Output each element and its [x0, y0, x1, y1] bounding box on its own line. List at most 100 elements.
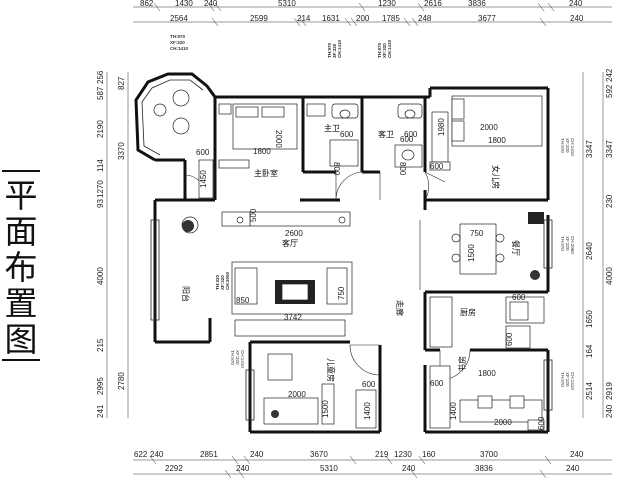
svg-text:600: 600 — [400, 135, 414, 144]
dimension-labels-right: 592 242 3347 3347 230 2640 1650 164 4000… — [585, 68, 614, 418]
svg-text:XF:320: XF:320 — [565, 138, 570, 153]
svg-text:1800: 1800 — [488, 136, 506, 145]
dim-label: 230 — [605, 194, 614, 208]
svg-text:1400: 1400 — [449, 402, 458, 420]
dim-label: 5310 — [320, 464, 338, 473]
dim-label: 2292 — [165, 464, 183, 473]
dim-label: 3700 — [480, 450, 498, 459]
master-bath-furniture: 主卫 600 800 — [306, 103, 359, 176]
room-label-guest-bath: 客卫 — [378, 129, 394, 139]
dim-label: 240 — [605, 404, 614, 418]
svg-text:600: 600 — [340, 130, 354, 139]
svg-text:TH:970: TH:970 — [560, 236, 565, 251]
svg-text:600: 600 — [404, 130, 418, 139]
dim-label: 3670 — [310, 450, 328, 459]
dim-label: 3347 — [585, 140, 594, 158]
dim-label: 240 — [569, 0, 583, 8]
dimension-labels-bottom: 622 240 2851 240 3670 219 1230 160 3700 … — [134, 450, 584, 473]
svg-text:TH:970: TH:970 — [377, 42, 382, 58]
plant-icon — [182, 220, 540, 418]
dim-label: 622 — [134, 450, 148, 459]
dim-label: 587 — [96, 86, 105, 100]
svg-text:1500: 1500 — [321, 400, 330, 418]
dim-label: 4000 — [96, 267, 105, 285]
svg-text:XF:320: XF:320 — [382, 43, 387, 58]
svg-text:500: 500 — [249, 208, 258, 222]
room-label-kids-room: 儿童房 — [326, 358, 336, 382]
svg-text:2000: 2000 — [274, 130, 283, 148]
dim-label: 827 — [117, 76, 126, 90]
svg-text:TH:320: TH:320 — [215, 274, 220, 290]
svg-text:XF:320: XF:320 — [565, 236, 570, 251]
ceiling-notes: TH:970 XF:320 CH:1410 TH:970 3F:320 CH:1… — [170, 34, 575, 390]
dimension-labels-left: 587 256 827 2190 3370 114 1270 93 4000 2… — [96, 70, 126, 418]
dim-label: 114 — [96, 159, 105, 172]
svg-text:750: 750 — [470, 229, 484, 238]
dining-furniture: 750 1500 餐厅 冰箱 — [451, 212, 544, 275]
svg-text:TH:970: TH:970 — [170, 34, 186, 39]
svg-text:600: 600 — [505, 332, 514, 346]
dimension-labels-top: 862 1430 240 5310 1230 2616 3836 240 256… — [140, 0, 584, 23]
dim-label: 2780 — [117, 372, 126, 390]
room-label-master-bath: 主卫 — [324, 123, 340, 133]
svg-text:600: 600 — [430, 162, 444, 171]
dimension-lines — [106, 2, 612, 479]
dim-label: 164 — [585, 344, 594, 358]
title-char: 图 — [4, 320, 38, 359]
room-label-corridor: 走廊 — [395, 300, 405, 316]
dim-label: 4000 — [605, 267, 614, 285]
svg-text:XF:320: XF:320 — [220, 275, 225, 290]
svg-text:3F:320: 3F:320 — [332, 43, 337, 58]
dim-label: 1430 — [175, 0, 193, 8]
svg-text:2000: 2000 — [288, 390, 306, 399]
dim-label: 3836 — [475, 464, 493, 473]
guest-bath-furniture: 客卫 600 600 800 — [378, 103, 423, 176]
room-label-kitchen: 厨房 — [460, 307, 476, 317]
title-char: 平 — [4, 176, 38, 215]
svg-text:2000: 2000 — [480, 123, 498, 132]
svg-text:1800: 1800 — [478, 369, 496, 378]
title-char: 置 — [4, 284, 38, 323]
svg-text:TH:970: TH:970 — [327, 42, 332, 58]
room-label-dining: 餐厅 — [511, 240, 520, 256]
dim-label: 256 — [96, 70, 105, 84]
title-rule-bottom — [2, 359, 40, 361]
bay-window-inner — [141, 79, 204, 156]
svg-text:2000: 2000 — [494, 418, 512, 427]
daughter-room-furniture: 2000 1800 1980 600 女儿房 — [429, 95, 543, 189]
svg-text:600: 600 — [196, 148, 210, 157]
dim-label: 241 — [96, 404, 105, 418]
room-label-master-bedroom: 主卧室 — [254, 168, 278, 178]
dim-label: 240 — [570, 450, 584, 459]
room-label-balcony: 阳台 — [181, 286, 191, 302]
dim-label: 1785 — [382, 14, 400, 23]
svg-text:3742: 3742 — [284, 313, 302, 322]
svg-text:TH:970: TH:970 — [230, 350, 235, 365]
fridge — [528, 212, 544, 224]
dim-label: 1631 — [322, 14, 340, 23]
dim-label: 3347 — [605, 140, 614, 158]
dim-label: 219 — [375, 450, 389, 459]
svg-text:XF:320: XF:320 — [565, 372, 570, 387]
svg-text:CH:1410: CH:1410 — [570, 138, 575, 156]
dim-label: 240 — [250, 450, 264, 459]
dim-label: 5310 — [278, 0, 296, 8]
svg-text:1980: 1980 — [437, 118, 446, 136]
dim-label: 2919 — [605, 382, 614, 400]
doors — [184, 171, 471, 381]
dim-label: 3677 — [478, 14, 496, 23]
kids-room-furniture: 600 2000 1500 1400 儿童房 — [263, 353, 377, 429]
svg-text:XF:320: XF:320 — [235, 350, 240, 365]
dim-label: 2599 — [250, 14, 268, 23]
living-room-furniture: 500 2600 客厅 850 750 3742 — [181, 208, 353, 337]
svg-text:600: 600 — [362, 380, 376, 389]
title-char: 面 — [4, 212, 38, 251]
dim-label: 1650 — [585, 310, 594, 328]
dim-label: 215 — [96, 338, 105, 352]
svg-text:600: 600 — [512, 293, 526, 302]
balcony: 阳台 — [181, 286, 191, 302]
dim-label: 2995 — [96, 377, 105, 395]
svg-text:XF:320: XF:320 — [170, 40, 185, 45]
fridge-label: 冰箱 — [529, 214, 543, 223]
windows — [150, 219, 553, 421]
